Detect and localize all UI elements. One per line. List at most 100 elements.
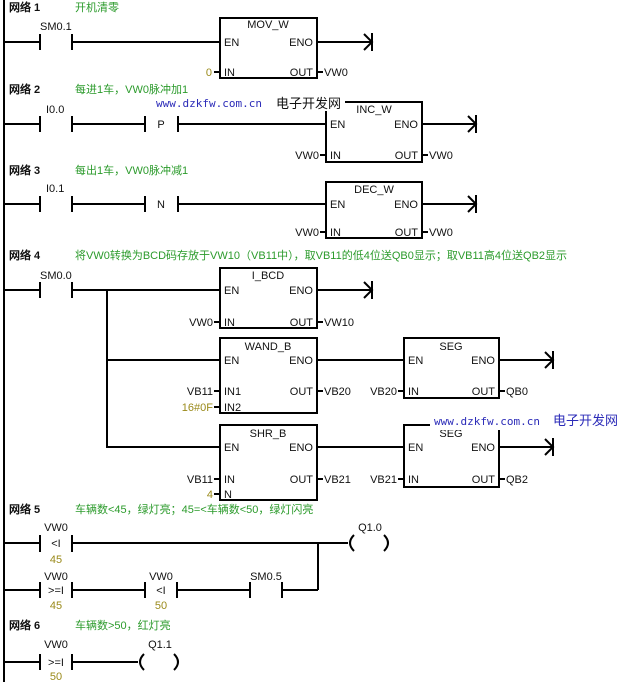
pin-eno: ENO [394, 119, 418, 131]
out-operand: VB21 [324, 474, 351, 486]
contact-label: I0.1 [46, 183, 64, 195]
arrow-icon [214, 281, 374, 323]
compare-contacts-row-2[interactable] [4, 582, 318, 598]
pin-en: EN [330, 199, 345, 211]
mov-w-box[interactable] [219, 17, 318, 79]
pin-en: EN [330, 119, 345, 131]
in2-operand: 16#0F [182, 402, 213, 414]
in-operand: VW0 [189, 317, 213, 329]
compare-contact-1[interactable] [4, 535, 348, 590]
compare-val: 45 [50, 600, 62, 612]
box-title: DEC_W [354, 184, 394, 196]
pin-in1: IN1 [224, 386, 241, 398]
network-5: 网络 5 车辆数<45，绿灯亮；45=<车辆数<50，绿灯闪亮 VW0 <I 4… [4, 502, 389, 612]
out-operand: QB2 [506, 474, 528, 486]
compare-op: <I [156, 585, 165, 597]
network-comment: 车辆数>50，红灯亮 [75, 618, 171, 632]
seg-box-1[interactable] [403, 337, 500, 399]
contact-label: SM0.0 [40, 270, 72, 282]
compare-var: VW0 [44, 522, 68, 534]
pin-en: EN [408, 355, 423, 367]
arrow-icon [398, 438, 555, 480]
pin-eno: ENO [289, 285, 313, 297]
network-comment: 每进1车，VW0脉冲加1 [75, 82, 188, 96]
pin-out: OUT [472, 386, 496, 398]
arrow-icon [320, 115, 478, 156]
out-operand: QB0 [506, 386, 528, 398]
in-operand: VW0 [295, 227, 319, 239]
compare-var: VW0 [149, 571, 173, 583]
contact-sm01[interactable] [4, 34, 220, 50]
network-2: 网络 2 每进1车，VW0脉冲加1 I0.0 P INC_W EN ENO IN… [4, 82, 478, 163]
wire [214, 446, 404, 495]
pin-eno: ENO [289, 442, 313, 454]
pin-in2: IN2 [224, 402, 241, 414]
pin-en: EN [224, 285, 239, 297]
pin-out: OUT [290, 474, 314, 486]
watermark-bg [152, 96, 345, 111]
watermark-url: www.dzkfw.com.cn [156, 97, 262, 110]
pin-eno: ENO [289, 355, 313, 367]
contact-i01[interactable] [4, 196, 326, 212]
box-title: I_BCD [252, 270, 284, 282]
box-title: SEG [439, 341, 462, 353]
out-operand: VW0 [429, 150, 453, 162]
out-operand: VW0 [324, 67, 348, 79]
pin-n: N [224, 489, 232, 501]
contact-sm00[interactable] [4, 282, 220, 448]
pin-in: IN [408, 474, 419, 486]
contact-label: I0.0 [46, 104, 64, 116]
arrow-icon [398, 351, 555, 392]
network-6: 网络 6 车辆数>50，红灯亮 VW0 >=I 50 Q1.1 [4, 618, 179, 682]
inc-w-box[interactable] [325, 101, 423, 163]
wire [214, 359, 404, 408]
compare-op: <I [51, 538, 60, 550]
out-operand: VB20 [324, 386, 351, 398]
i-bcd-box[interactable] [219, 267, 318, 329]
seg-box-2[interactable] [403, 424, 500, 488]
in-operand: VB20 [370, 386, 397, 398]
dec-w-box[interactable] [325, 181, 423, 239]
out-operand: VW10 [324, 317, 354, 329]
arrow-icon [320, 195, 478, 233]
contact-i00[interactable] [4, 116, 326, 132]
compare-contact[interactable] [4, 654, 138, 670]
pin-out: OUT [290, 317, 314, 329]
network-header: 网络 1 [9, 0, 40, 14]
network-header: 网络 5 [9, 502, 40, 516]
pin-eno: ENO [471, 355, 495, 367]
shr-b-box[interactable] [219, 424, 318, 501]
pin-in: IN [224, 317, 235, 329]
compare-op: >=I [48, 585, 64, 597]
pin-en: EN [224, 442, 239, 454]
network-header: 网络 4 [9, 248, 41, 262]
box-title: MOV_W [247, 19, 289, 31]
pin-out: OUT [472, 474, 496, 486]
in-operand: VB21 [370, 474, 397, 486]
edge-label: N [157, 199, 165, 211]
network-3: 网络 3 每出1车，VW0脉冲减1 I0.1 N DEC_W EN ENO IN… [4, 163, 478, 239]
network-4: 网络 4 将VW0转换为BCD码存放于VW10（VB11中），取VB11的低4位… [4, 248, 622, 501]
box-title: SHR_B [250, 428, 287, 440]
pin-out: OUT [290, 386, 314, 398]
pin-in: IN [330, 227, 341, 239]
coil-q10[interactable] [349, 534, 389, 552]
compare-val: 50 [50, 671, 62, 682]
coil-q11[interactable] [139, 653, 179, 671]
network-header: 网络 6 [9, 618, 40, 632]
network-comment: 开机清零 [75, 0, 119, 14]
pin-in: IN [408, 386, 419, 398]
pin-out: OUT [290, 67, 314, 79]
coil-label: Q1.1 [148, 639, 172, 651]
contact-label: SM0.5 [250, 571, 282, 583]
n-operand: 4 [207, 489, 213, 501]
pin-in: IN [330, 150, 341, 162]
watermark-url: www.dzkfw.com.cn [434, 415, 540, 428]
network-header: 网络 2 [9, 82, 40, 96]
network-comment: 车辆数<45，绿灯亮；45=<车辆数<50，绿灯闪亮 [75, 502, 313, 516]
wand-b-box[interactable] [219, 337, 318, 414]
in1-operand: VB11 [187, 386, 213, 398]
network-comment: 将VW0转换为BCD码存放于VW10（VB11中），取VB11的低4位送QB0显… [75, 248, 567, 262]
arrow-icon [214, 33, 374, 73]
